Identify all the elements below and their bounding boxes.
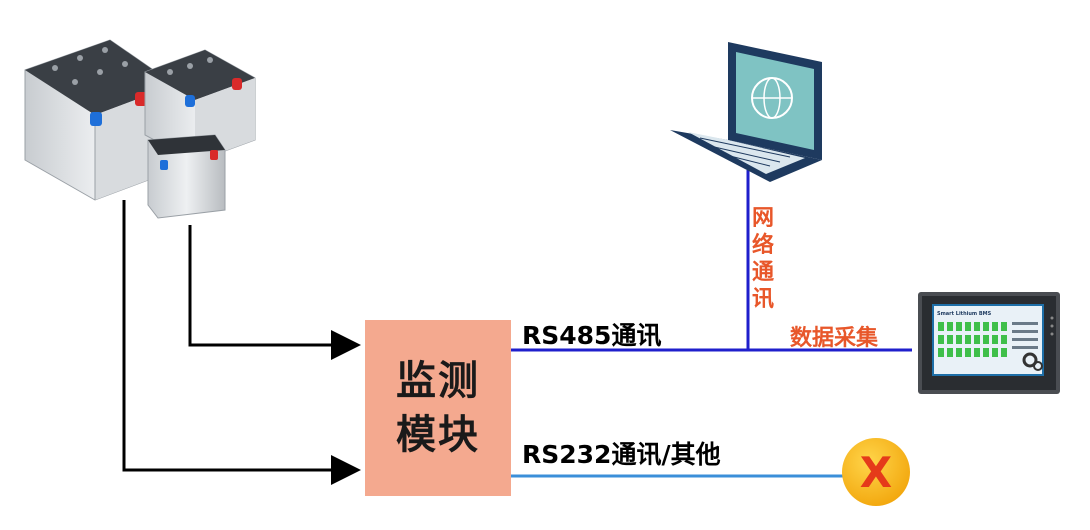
hmi-title: Smart Lithium BMS	[937, 311, 992, 317]
monitoring-module: 监测 模块	[365, 320, 511, 496]
battery-small-icon	[147, 134, 226, 219]
arrow-battery-to-module-lower	[122, 200, 361, 485]
arrow-battery-to-module-upper	[188, 225, 361, 360]
network-label: 网 络 通 讯	[750, 205, 776, 313]
rs485-label: RS485通讯	[522, 321, 662, 350]
battery-arrows	[122, 200, 361, 485]
network-label-char: 讯	[751, 287, 774, 312]
network-label-char: 络	[751, 233, 774, 258]
laptop-icon	[670, 42, 822, 182]
data-collection-label: 数据采集	[790, 326, 879, 351]
hmi-screen-icon: Smart Lithium BMS	[918, 292, 1060, 394]
fail-marker-x: X	[860, 448, 892, 497]
fail-marker: X	[842, 438, 910, 506]
fail-marker-circle	[842, 438, 910, 506]
battery-group-icon	[24, 39, 256, 219]
network-label-char: 通	[751, 260, 774, 285]
module-title-line1: 监测	[396, 358, 480, 404]
network-label-char: 网	[751, 206, 774, 231]
rs232-label: RS232通讯/其他	[522, 440, 721, 469]
module-title-line2: 模块	[396, 412, 480, 458]
